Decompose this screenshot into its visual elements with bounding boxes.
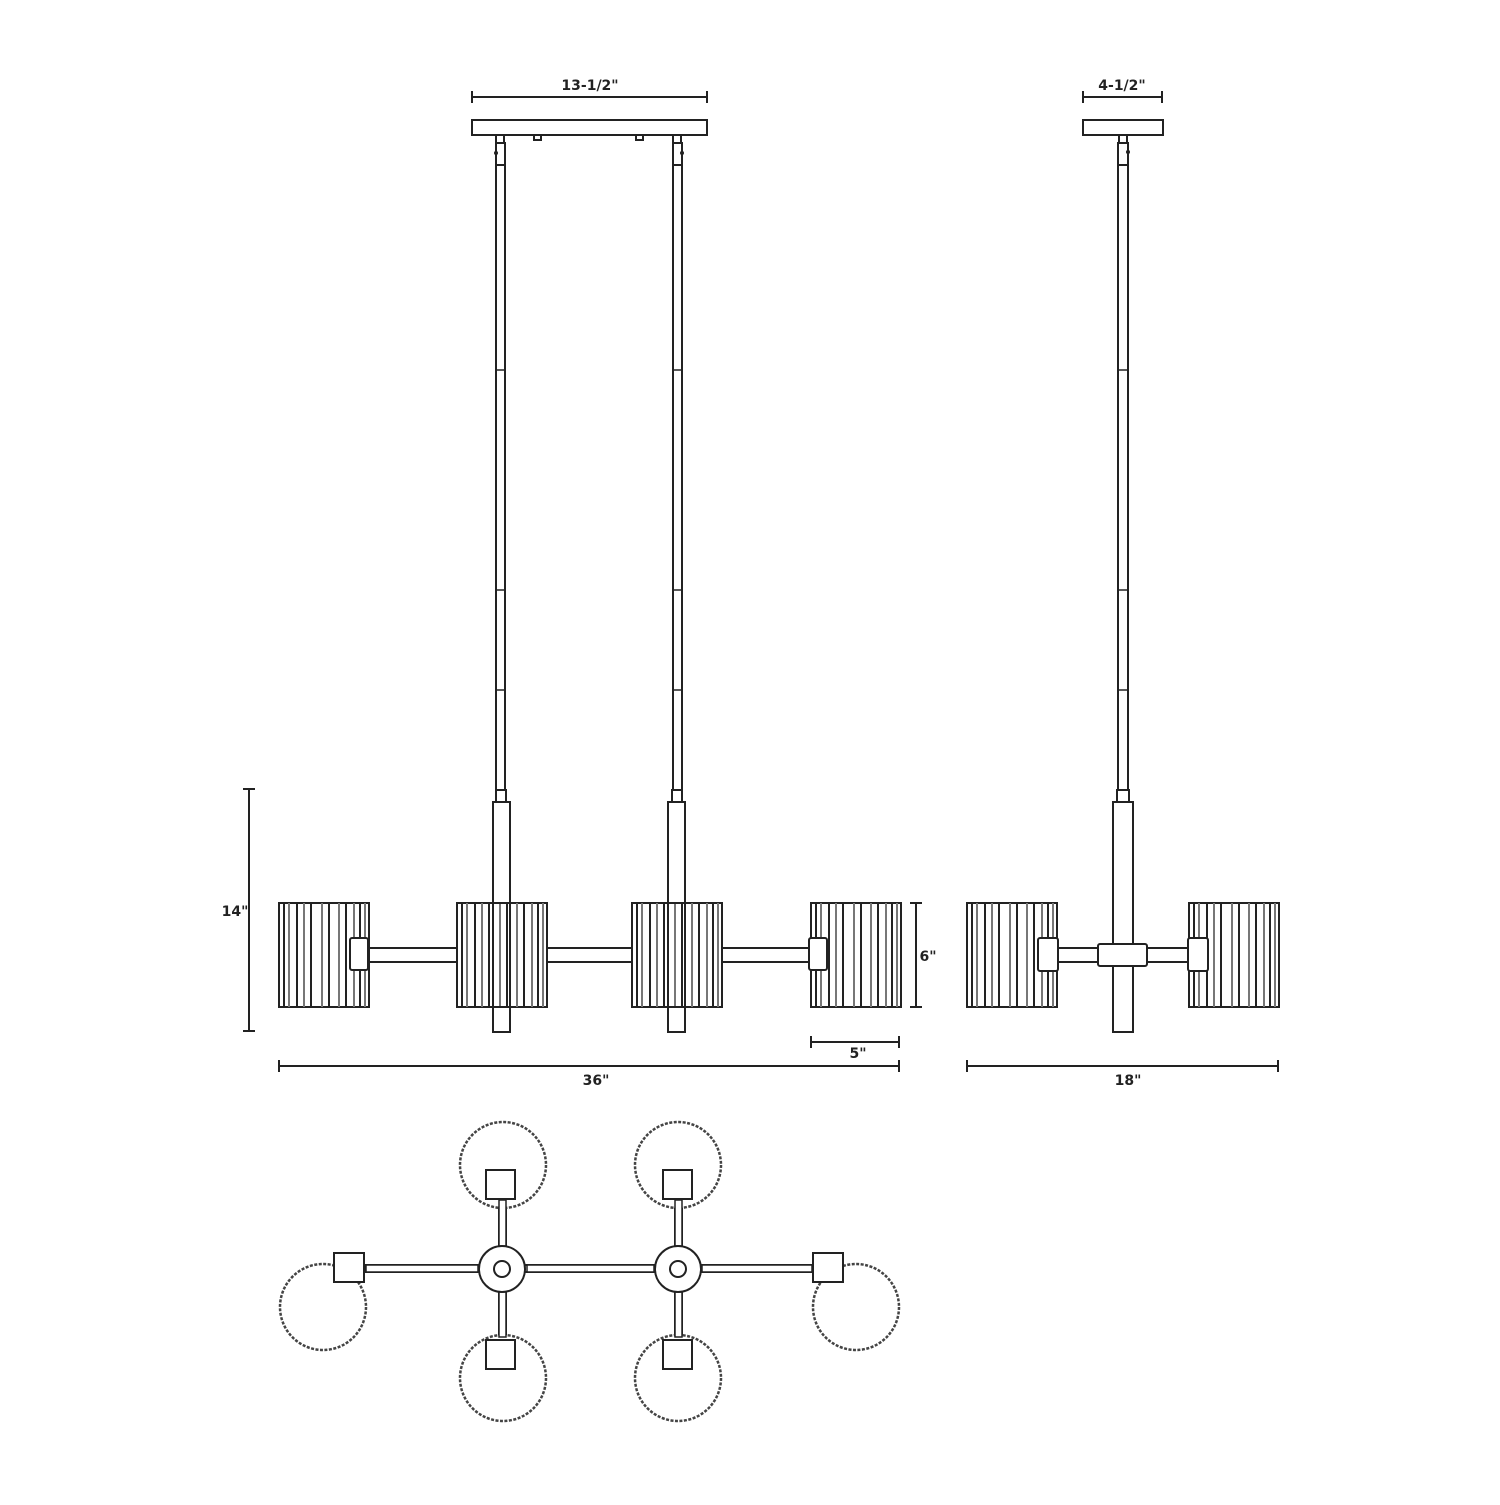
socket-bottom-right <box>662 1339 693 1370</box>
canopy-width-label: 13-1/2" <box>561 78 618 94</box>
stem-left <box>492 134 511 1033</box>
shade-height-label: 6" <box>919 949 936 965</box>
overall-width-label: 36" <box>583 1073 610 1089</box>
hub-left <box>478 1245 526 1293</box>
overall-width-dimension: 36" <box>278 1060 900 1089</box>
shade-height-dimension: 6" <box>910 902 937 1008</box>
side-overall-width-label: 18" <box>1115 1073 1142 1089</box>
overall-height-label: 14" <box>222 904 249 920</box>
side-stem <box>1112 134 1134 1033</box>
socket-cup-right <box>808 937 828 971</box>
shade-3 <box>631 902 723 1008</box>
side-socket-cup-left <box>1037 937 1059 972</box>
front-view: 13-1/2" <box>222 78 937 1089</box>
socket-bottom-left <box>485 1339 516 1370</box>
socket-top-left <box>485 1169 516 1200</box>
stem-right <box>667 134 686 1033</box>
socket-far-right <box>812 1252 844 1283</box>
socket-cup-left <box>349 937 369 971</box>
overall-height-dimension: 14" <box>222 788 255 1032</box>
canopy-width-dimension: 13-1/2" <box>471 78 708 103</box>
canopy <box>471 119 708 136</box>
horizontal-arm <box>365 947 812 963</box>
shade-width-dimension: 5" <box>810 1036 900 1062</box>
side-overall-width-dimension: 18" <box>966 1060 1279 1089</box>
side-canopy-width-dimension: 4-1/2" <box>1082 78 1163 103</box>
shade-width-label: 5" <box>849 1046 866 1062</box>
hub-right <box>654 1245 702 1293</box>
top-view <box>278 1120 901 1423</box>
side-view: 4-1/2" 18" <box>966 78 1280 1089</box>
side-socket-cup-right <box>1187 937 1209 972</box>
side-canopy-width-label: 4-1/2" <box>1098 78 1145 94</box>
socket-top-right <box>662 1169 693 1200</box>
side-canopy <box>1082 119 1164 136</box>
side-hub <box>1097 943 1148 967</box>
shade-2 <box>456 902 548 1008</box>
socket-far-left <box>333 1252 365 1283</box>
